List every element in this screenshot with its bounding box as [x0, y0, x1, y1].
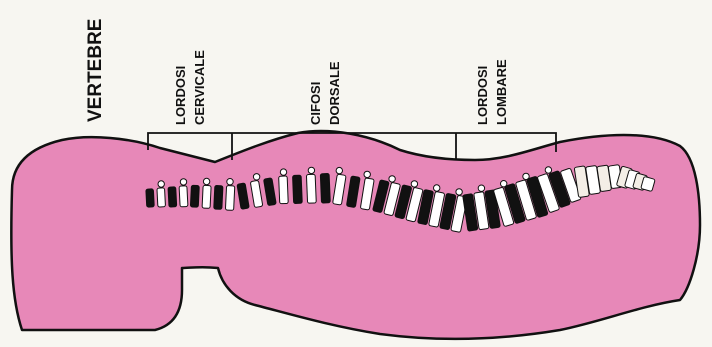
vertebra	[293, 175, 303, 203]
vertebra	[306, 174, 316, 203]
spinous-process	[227, 179, 233, 185]
body-silhouette	[11, 131, 700, 339]
vertebra	[190, 185, 199, 207]
spinous-process	[180, 179, 186, 185]
spinous-process	[280, 169, 286, 175]
label-cervical-line2: CERVICALE	[192, 50, 207, 125]
spinous-process	[456, 189, 462, 195]
spinous-process	[411, 181, 417, 187]
vertebra	[202, 185, 211, 208]
label-lumbar-line1: LORDOSI	[475, 66, 490, 125]
vertebra	[279, 176, 289, 204]
vertebra	[157, 188, 166, 207]
spinous-process	[389, 176, 395, 182]
spinous-process	[253, 174, 259, 180]
spinous-process	[158, 181, 164, 187]
label-cervical-line1: LORDOSI	[173, 66, 188, 125]
spinous-process	[364, 171, 370, 177]
label-dorsal-line1: CIFOSI	[308, 82, 323, 125]
spinous-process	[308, 167, 314, 173]
vertebra	[320, 173, 330, 203]
vertebra	[225, 186, 234, 211]
label-lumbar-line2: LOMBARE	[494, 59, 509, 125]
spinous-process	[478, 185, 484, 191]
spinous-process	[434, 185, 440, 191]
vertebre-title: VERTEBRE	[85, 19, 106, 122]
vertebra	[179, 186, 188, 207]
vertebra	[214, 185, 223, 209]
vertebra	[146, 189, 154, 207]
spinous-process	[545, 167, 551, 173]
vertebra	[168, 187, 177, 207]
spinous-process	[336, 167, 342, 173]
spinous-process	[203, 178, 209, 184]
label-dorsal-line2: DORSALE	[327, 61, 342, 125]
